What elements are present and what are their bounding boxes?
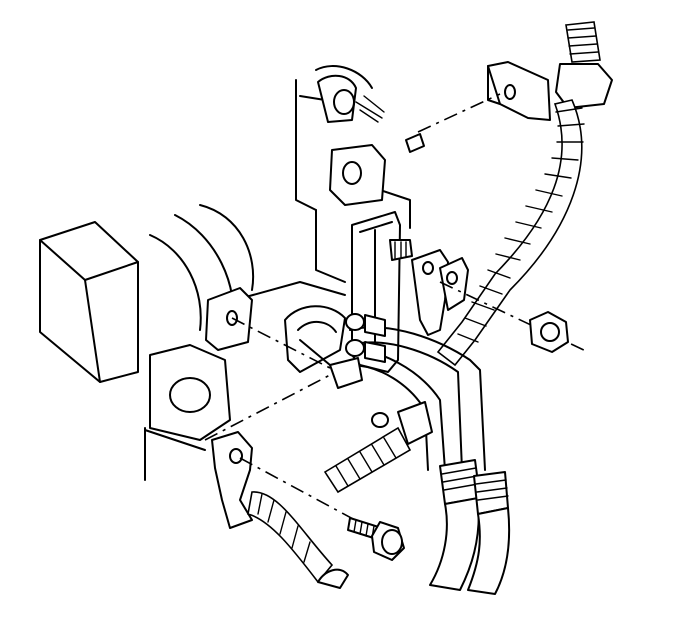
wiring-harness-conduit-icon <box>436 21 601 367</box>
connector-boots-icon <box>429 459 511 595</box>
ground-strap-terminal-icon <box>211 431 349 589</box>
alignment-line-strap <box>239 457 356 521</box>
mounting-tab-icon <box>205 287 253 351</box>
alignment-line-lower <box>204 374 331 441</box>
fuel-lines-icon <box>345 313 486 471</box>
harness-clip-icon <box>411 249 469 336</box>
tube-clamp-icon <box>299 339 363 389</box>
upper-bracket-icon <box>487 61 613 121</box>
conduit-section-icon <box>323 401 433 494</box>
bolt-icon <box>405 133 425 153</box>
stud-icon <box>347 517 405 561</box>
hex-nut-icon <box>529 311 569 353</box>
alignment-line-left <box>231 317 331 369</box>
engine-block-icon <box>39 65 411 481</box>
